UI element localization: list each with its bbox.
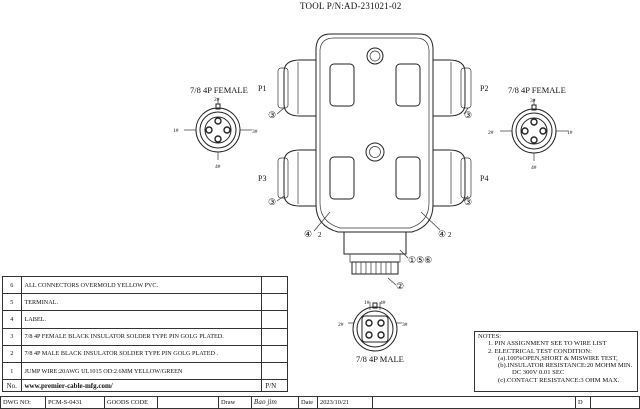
- callouts: ③ ③ ③ ③ ④ 2 ④ 2 ①⑤⑥ ②: [268, 107, 472, 291]
- draw-signature: Bao jim: [251, 396, 299, 409]
- male-title: 7/8 4P MALE: [356, 354, 404, 364]
- bom-desc: ALL CONNECTORS OVERMOLD YELLOW PVC.: [20, 275, 263, 295]
- date-label: Date: [298, 396, 318, 409]
- goods-code-label: GOODS CODE: [104, 396, 158, 409]
- bom-row: 6 ALL CONNECTORS OVERMOLD YELLOW PVC.: [2, 275, 288, 295]
- revision-value: [590, 396, 640, 409]
- left-female-title: 7/8 4P FEMALE: [190, 85, 248, 95]
- bom-no: 5: [2, 293, 22, 312]
- male-connector-face: 1# 4# 2# 3# 7/8 4P MALE: [338, 300, 408, 364]
- bom-pn: [261, 361, 288, 381]
- callout-2-cable: ②: [396, 281, 404, 291]
- dwg-no-value: PCM-S-0431: [45, 396, 105, 409]
- port-label-p4: P4: [480, 174, 488, 183]
- left-female-pin-4: 4#: [215, 164, 221, 170]
- bom-pn: [261, 344, 288, 363]
- bom-desc: TERMINAL.: [20, 293, 263, 312]
- bom-no: 2: [2, 344, 22, 363]
- bom-pn: [261, 310, 288, 329]
- note-2c: (c).CONTACT RESISTANCE:3 OHM MAX.: [498, 376, 620, 384]
- goods-code-value: [157, 396, 219, 409]
- tool-part-number: TOOL P/N:AD-231021-02: [300, 1, 402, 11]
- company-website: www.premier-cable-mfg.com/: [20, 379, 263, 393]
- notes-box: NOTES: 1. PIN ASSIGNMENT SEE TO WIRE LIS…: [474, 331, 638, 392]
- callout-3-left-bottom: ③: [268, 197, 276, 207]
- callout-3-right-top: ③: [464, 110, 472, 120]
- note-2b-continued: DC 300V 0.01 SEC: [512, 369, 565, 377]
- bom-no: 6: [2, 275, 22, 295]
- draw-label: Draw: [218, 396, 252, 409]
- bom-row: 5 TERMINAL.: [2, 293, 288, 312]
- right-female-pin-2: 2#: [488, 130, 494, 136]
- bom-no: 1: [2, 361, 22, 381]
- port-p2: [433, 59, 472, 117]
- bom-row: 1 JUMP WIRE:20AWG UL1015 OD:2.6MM YELLOW…: [2, 361, 288, 381]
- note-2a: (a).100%OPEN,SHORT & MISWIRE TEST,: [498, 354, 618, 362]
- callout-2-right: 2: [448, 231, 452, 239]
- right-female-title: 7/8 4P FEMALE: [508, 85, 566, 95]
- left-female-pin-2: 2#: [214, 97, 220, 103]
- male-pin-4: 4#: [380, 300, 386, 306]
- left-female-pin-3: 3#: [252, 129, 258, 135]
- bom-desc: 7/8 4P FEMALE BLACK INSULATOR SOLDER TYP…: [20, 327, 263, 346]
- note-2b: (b).INSULATOR RESISTANCE:20 MOHM MIN.: [498, 362, 633, 370]
- bill-of-materials: 6 ALL CONNECTORS OVERMOLD YELLOW PVC. 5 …: [2, 275, 288, 393]
- bom-pn: [261, 293, 288, 312]
- date-value: 2023/10/21: [317, 396, 373, 409]
- bom-desc: LABEL.: [20, 310, 263, 329]
- title-block: DWG NO: PCM-S-0431 GOODS CODE Draw Bao j…: [0, 396, 640, 409]
- callout-4-right: ④: [438, 229, 446, 239]
- notes-title: NOTES:: [478, 333, 502, 340]
- dwg-no-label: DWG NO:: [0, 396, 46, 409]
- port-p3: [277, 149, 316, 207]
- callout-1-5-6: ①⑤⑥: [408, 255, 432, 265]
- right-female-pin-4: 4#: [531, 165, 537, 171]
- male-pin-2: 2#: [338, 322, 344, 328]
- left-female-connector-face: 7/8 4P FEMALE 2# 1# 3# 4#: [173, 85, 258, 170]
- port-label-p1: P1: [258, 84, 266, 93]
- bom-row: 3 7/8 4P FEMALE BLACK INSULATOR SOLDER T…: [2, 327, 288, 346]
- callout-3-left-top: ③: [268, 110, 276, 120]
- port-p1: [277, 59, 316, 117]
- bom-no: 4: [2, 310, 22, 329]
- bom-header-no: No.: [2, 379, 22, 393]
- male-pin-1: 1#: [364, 300, 370, 306]
- bom-no: 3: [2, 327, 22, 346]
- port-label-p3: P3: [258, 174, 266, 183]
- bom-row: 4 LABEL.: [2, 310, 288, 329]
- right-female-pin-3: 3#: [530, 98, 536, 104]
- bom-pn: [261, 327, 288, 346]
- right-female-pin-1: 1#: [567, 130, 573, 136]
- bom-desc: 7/8 4P MALE BLACK INSULATOR SOLDER TYPE …: [20, 344, 263, 363]
- bom-row: 2 7/8 4P MALE BLACK INSULATOR SOLDER TYP…: [2, 344, 288, 363]
- port-label-p2: P2: [480, 84, 488, 93]
- callout-2-left: 2: [318, 231, 322, 239]
- male-pin-3: 3#: [402, 322, 408, 328]
- bom-desc: JUMP WIRE:20AWG UL1015 OD:2.6MM YELLOW/G…: [20, 361, 263, 381]
- revision-label: D: [575, 396, 591, 409]
- bom-header-pn: P/N: [261, 379, 288, 393]
- bom-pn: [261, 275, 288, 295]
- note-1: 1. PIN ASSIGNMENT SEE TO WIRE LIST: [488, 340, 607, 348]
- junction-box-body: [315, 33, 434, 275]
- bom-header-row: No. www.premier-cable-mfg.com/ P/N: [2, 379, 288, 393]
- note-2: 2. ELECTRICAL TEST CONDITION:: [488, 347, 592, 355]
- left-female-pin-1: 1#: [173, 128, 179, 134]
- callout-4-left: ④: [304, 229, 312, 239]
- right-female-connector-face: 7/8 4P FEMALE 3# 2# 1# 4#: [488, 85, 573, 171]
- title-block-blank: [372, 396, 576, 409]
- callout-3-right-bottom: ③: [464, 197, 472, 207]
